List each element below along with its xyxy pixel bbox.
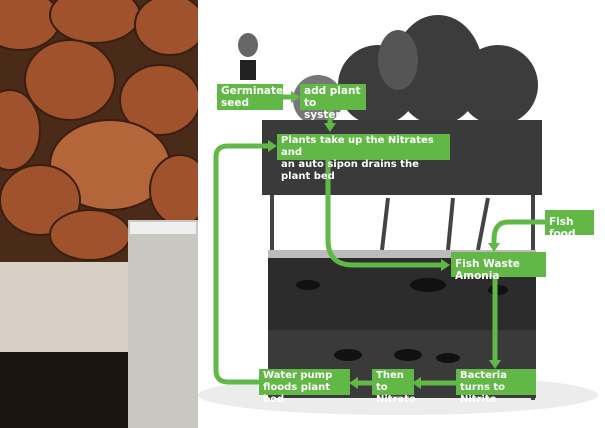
- step-then-nitrate: Then to Nitrate: [372, 369, 416, 405]
- step-fish-food: Fish food: [545, 210, 594, 240]
- step-add-plant: add plant to system: [300, 84, 366, 121]
- step-bacteria-nitrite: Bacteria turns to Nitrite: [456, 369, 536, 405]
- step-water-pump: Water pump floods plant bed: [259, 369, 350, 405]
- step-germinate-seed: Germinate seed: [217, 84, 283, 110]
- clay-pebbles-photo: [0, 0, 198, 428]
- aquaponics-system-illustration: [198, 15, 598, 415]
- step-fish-waste: Fish Waste Amonia: [451, 252, 546, 282]
- step-plants-take-nitrates: Plants take up the Nitrates and an auto …: [277, 134, 450, 182]
- plants-image: [238, 15, 538, 125]
- aquaponics-diagram: Germinate seed add plant to system Plant…: [198, 0, 605, 428]
- clay-pebbles-image: [0, 0, 198, 428]
